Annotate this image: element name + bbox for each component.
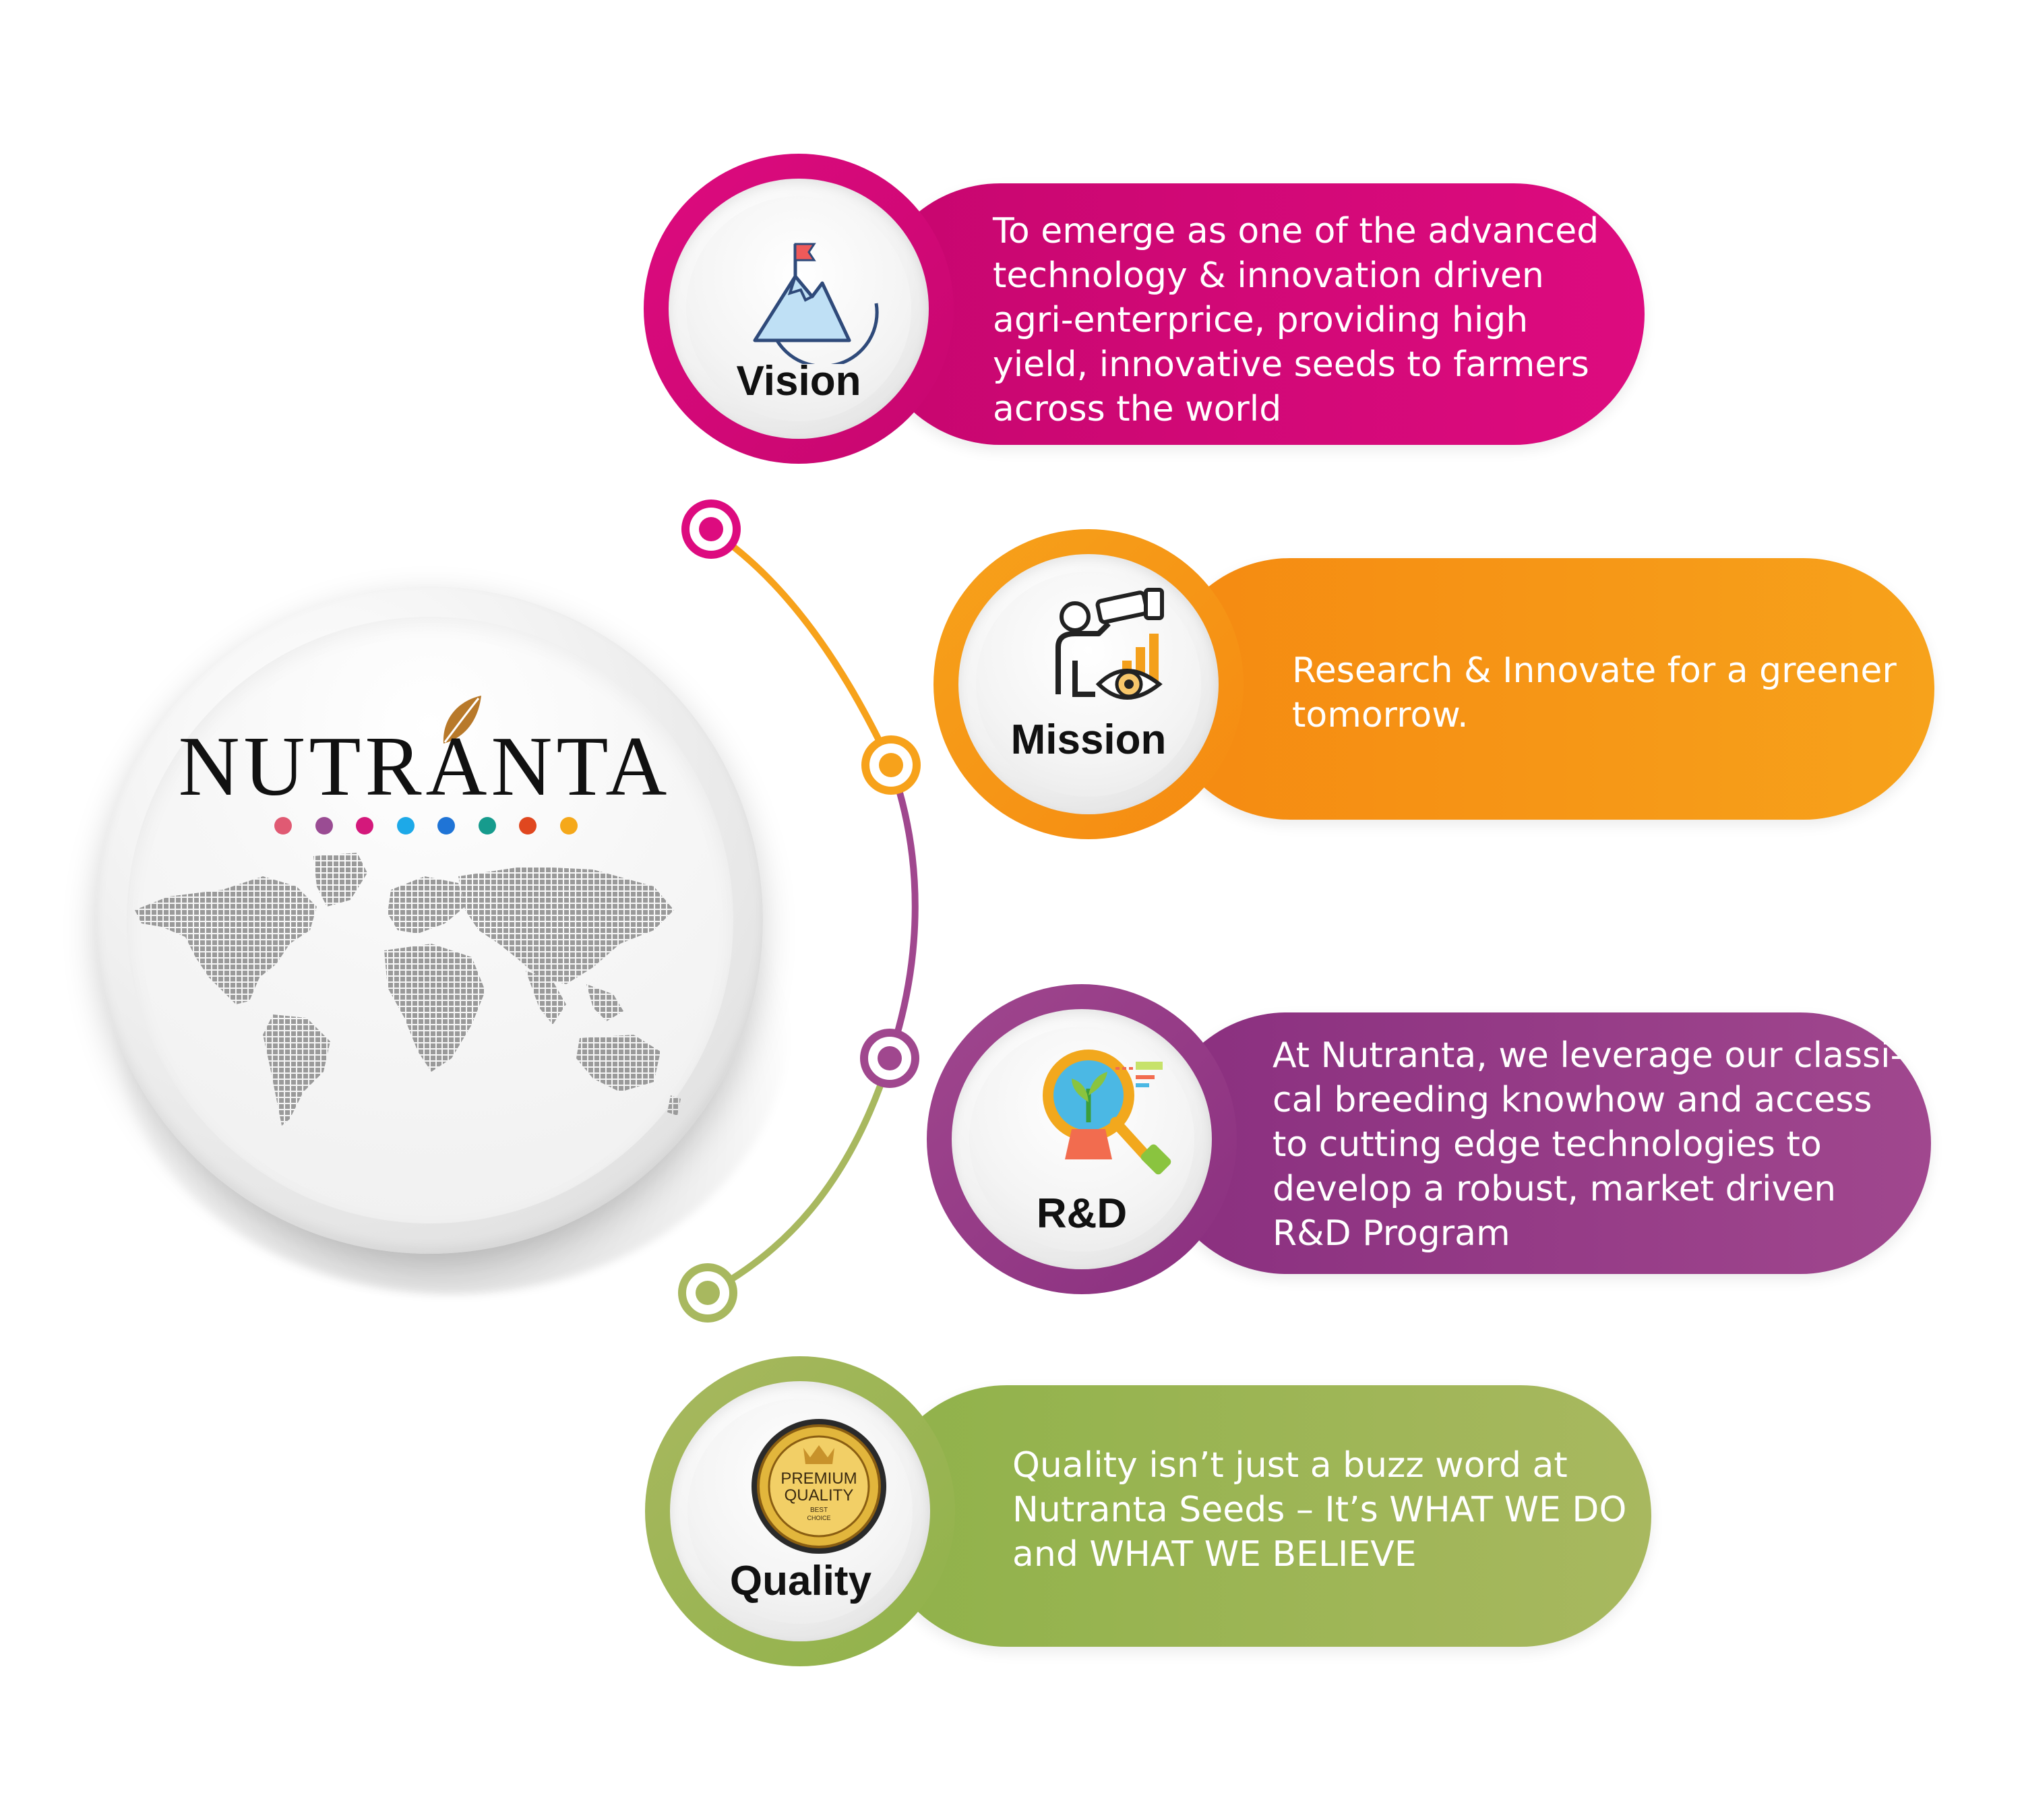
- connector-segment-mission: [886, 764, 919, 1060]
- quality-pill: [876, 1385, 1651, 1647]
- mission-pill: [1159, 558, 1934, 820]
- connector-node-mission: [861, 735, 921, 795]
- premium-quality-badge-icon: PREMIUM QUALITY BEST CHOICE: [752, 1419, 886, 1554]
- vision-label: Vision: [736, 358, 861, 404]
- telescope-person-icon: [1055, 588, 1164, 700]
- connector-segment-vision: [709, 527, 894, 767]
- brand-dot-5: [437, 817, 456, 835]
- badge-text-line1: PREMIUM: [780, 1469, 857, 1488]
- brand-dot-6: [478, 817, 496, 835]
- badge-text-line3: BEST: [810, 1507, 828, 1514]
- brand-dot-8: [559, 817, 578, 835]
- brand-dot-4: [396, 817, 415, 835]
- logo-leaf-icon: [443, 696, 481, 744]
- brand-dot-3: [356, 817, 374, 835]
- connector-node-vision: [681, 499, 741, 559]
- brand-color-dots: [274, 816, 578, 836]
- world-map-icon: [135, 853, 681, 1126]
- rnd-pill: [1156, 1012, 1931, 1274]
- quality-text: Quality isn’t just a buzz word at Nutran…: [1012, 1445, 1627, 1575]
- magnifier-plant-icon: [1043, 1050, 1171, 1175]
- brand-logo-text: NUTRANTA: [178, 720, 671, 814]
- rnd-text: At Nutranta, we leverage our classi- cal…: [1273, 1035, 1903, 1254]
- vision-pill: [869, 183, 1645, 445]
- badge-text-line2: QUALITY: [785, 1486, 854, 1505]
- connector-node-rnd: [860, 1029, 919, 1088]
- badge-text-line4: CHOICE: [807, 1515, 830, 1521]
- connector-node-quality: [678, 1263, 737, 1323]
- mission-label: Mission: [1010, 717, 1167, 763]
- mountain-flag-icon: [753, 243, 879, 364]
- brand-dot-1: [274, 817, 292, 835]
- mission-text: Research & Innovate for a greener tomorr…: [1292, 650, 1897, 735]
- brand-dot-7: [519, 817, 537, 835]
- vision-text: To emerge as one of the advanced technol…: [993, 211, 1599, 429]
- rnd-label: R&D: [1036, 1190, 1128, 1237]
- quality-label: Quality: [729, 1558, 872, 1604]
- brand-dot-2: [315, 817, 333, 835]
